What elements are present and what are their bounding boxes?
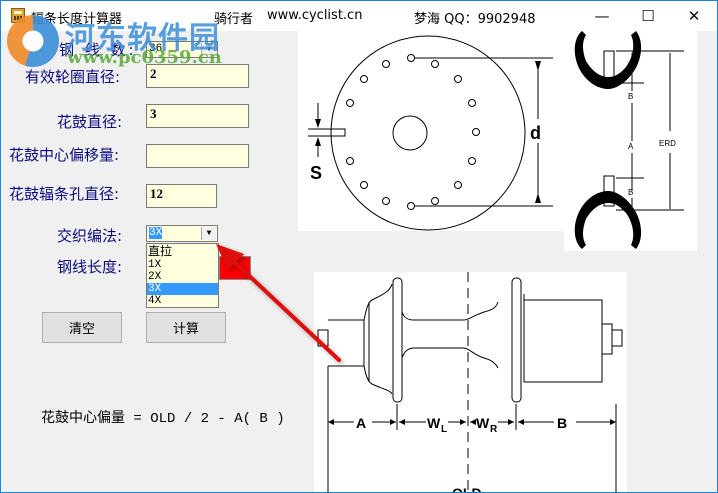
hub-flange-diagram: d S	[298, 31, 564, 231]
lacing-option-1x[interactable]: 1X	[148, 259, 162, 271]
chevron-down-icon[interactable]: ▼	[201, 43, 216, 56]
minimize-icon: —	[594, 7, 610, 25]
hub-diameter-label: 花鼓直径:	[57, 113, 123, 131]
old-label: OLD	[452, 485, 482, 493]
hub-side-diagram: A W L W R B OLD	[314, 272, 627, 493]
formula-label: 花鼓中心偏量	[41, 410, 125, 426]
hub-wl-sub: L	[441, 424, 447, 435]
calculate-button[interactable]: 计算	[146, 312, 226, 343]
spoke-count-select[interactable]: 36 ▼	[146, 41, 218, 58]
offset-formula: 花鼓中心偏量 = OLD / 2 - A( B )	[41, 407, 285, 427]
watermark-url: www.pc0359.cn	[67, 47, 222, 68]
lacing-option-radial[interactable]: 直拉	[148, 244, 173, 258]
watermark-name: 河东软件园	[65, 21, 220, 56]
lacing-value: 3X	[149, 227, 163, 239]
d-label: d	[530, 123, 541, 143]
hub-a-label: A	[356, 415, 366, 431]
hub-wr-sub: R	[490, 424, 498, 435]
spoke-count-label: 钢 线 数:	[59, 41, 137, 59]
clear-button[interactable]: 清空	[42, 312, 122, 343]
rim-b-top-label: B	[628, 92, 633, 101]
hub-wl-label: W	[427, 415, 441, 431]
hub-offset-input[interactable]	[146, 144, 249, 168]
window-title: 辐条长度计算器	[31, 12, 123, 27]
lacing-label: 交织编法:	[57, 227, 123, 245]
spoke-length-label: 钢线长度:	[57, 258, 123, 276]
close-icon: ✕	[687, 7, 701, 25]
spoke-count-value: 36	[149, 43, 163, 55]
title-bar: 辐条长度计算器 骑行者 www.cyclist.cn 梦海 QQ：9902948…	[1, 1, 717, 31]
lacing-dropdown-list: 直拉 1X 2X 3X 4X	[146, 243, 219, 308]
close-button[interactable]: ✕	[671, 1, 717, 31]
rim-drawing: B A B ERD	[574, 31, 684, 249]
erd-label: ERD	[659, 139, 676, 148]
spoke-hole-diameter-label: 花鼓辐条孔直径:	[9, 185, 120, 203]
hub-flange-drawing: d S	[308, 35, 553, 231]
author-label: 骑行者	[214, 12, 254, 27]
rim-a-label: A	[628, 142, 634, 151]
annotation-arrow-icon	[216, 244, 341, 362]
lacing-option-4x[interactable]: 4X	[148, 295, 162, 307]
s-label: S	[310, 163, 322, 183]
lacing-option-2x[interactable]: 2X	[148, 271, 162, 283]
formula-expression: = OLD / 2 - A( B )	[125, 411, 285, 427]
rim-diagram: B A B ERD	[564, 31, 697, 251]
minimize-button[interactable]: —	[579, 1, 625, 31]
erd-label-text: 有效轮圈直径:	[25, 68, 121, 86]
hub-offset-label: 花鼓中心偏移量:	[9, 146, 120, 164]
hub-b-label: B	[557, 415, 567, 431]
contact-label: 梦海 QQ：9902948	[414, 12, 536, 27]
hub-diameter-input[interactable]: 3	[146, 104, 249, 128]
hub-side-drawing: A W L W R B OLD	[317, 272, 623, 493]
watermark-logo-icon	[7, 15, 59, 67]
spoke-hole-diameter-input[interactable]: 12	[146, 184, 217, 208]
website-label: www.cyclist.cn	[267, 8, 363, 23]
lacing-select[interactable]: 3X ▼	[146, 225, 218, 242]
chevron-down-icon[interactable]: ▼	[201, 227, 216, 240]
hub-wr-label: W	[476, 415, 490, 431]
rim-b-bottom-label: B	[628, 188, 633, 197]
lacing-option-3x[interactable]: 3X	[147, 283, 218, 295]
maximize-icon: ☐	[641, 7, 655, 25]
erd-input[interactable]: 2	[146, 64, 249, 88]
maximize-button[interactable]: ☐	[625, 1, 671, 31]
